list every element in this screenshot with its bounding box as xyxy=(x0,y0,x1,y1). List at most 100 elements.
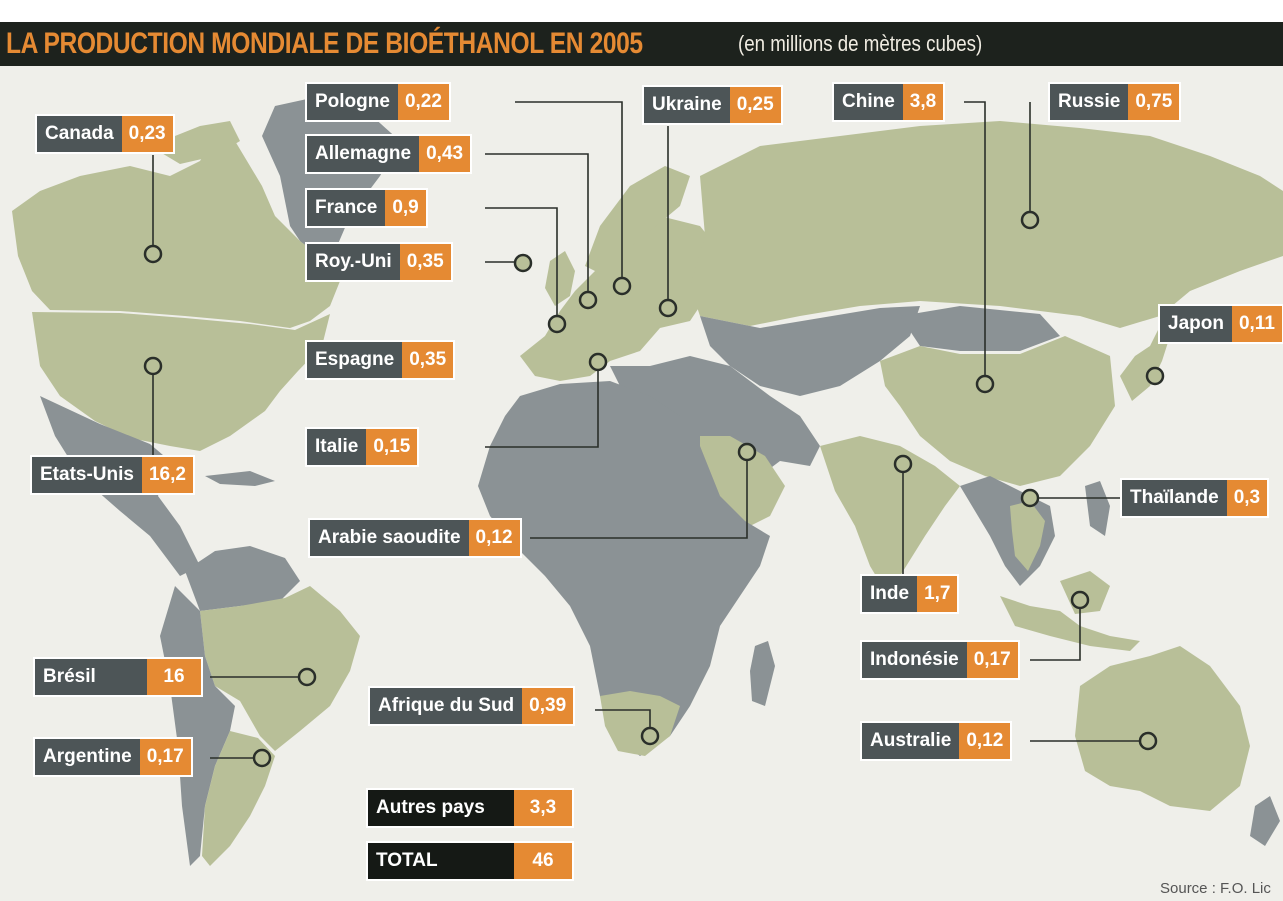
connector-pologne xyxy=(515,101,623,284)
label-japon: Japon 0,11 xyxy=(1160,306,1282,342)
connector-italie xyxy=(485,364,599,448)
label-arabie-saoudite: Arabie saoudite 0,12 xyxy=(310,520,520,556)
label-name: Russie xyxy=(1050,84,1129,120)
label-value: 0,35 xyxy=(399,244,451,280)
label-value: 16 xyxy=(147,659,201,695)
label-name: France xyxy=(307,190,386,226)
label-name: TOTAL xyxy=(368,843,514,879)
india-shape xyxy=(820,436,960,591)
label-name: Arabie saoudite xyxy=(310,520,469,556)
marker-arabie xyxy=(737,442,757,462)
label-name: Indonésie xyxy=(862,642,967,678)
label-ukraine: Ukraine 0,25 xyxy=(644,87,781,123)
connector-allemagne xyxy=(485,153,589,298)
label-value: 0,23 xyxy=(121,116,173,152)
scandinavia-shape xyxy=(585,166,690,276)
label-name: Etats-Unis xyxy=(32,457,142,493)
label-value: 0,39 xyxy=(522,688,574,724)
source-note: Source : F.O. Lic xyxy=(1160,880,1271,897)
label-name: Canada xyxy=(37,116,122,152)
japan-shape xyxy=(1120,326,1170,401)
madagascar-shape xyxy=(750,641,775,706)
label-value: 0,12 xyxy=(959,723,1011,759)
marker-australie xyxy=(1138,731,1158,751)
australia-shape xyxy=(1075,646,1250,811)
label-indonesie: Indonésie 0,17 xyxy=(862,642,1018,678)
label-value: 0,3 xyxy=(1226,480,1268,516)
marker-thailande xyxy=(1020,488,1040,508)
label-value: 0,22 xyxy=(397,84,449,120)
marker-afrique-sud xyxy=(640,726,660,746)
connector-lines xyxy=(152,101,1148,759)
europe-shape xyxy=(520,216,720,381)
arctic-islands-shape xyxy=(150,121,240,164)
greenland-shape xyxy=(262,94,400,256)
marker-ukraine xyxy=(658,298,678,318)
andes-shape xyxy=(160,586,235,866)
marker-brazil xyxy=(297,667,317,687)
label-name: Autres pays xyxy=(368,790,514,826)
label-name: Inde xyxy=(862,576,918,612)
label-espagne: Espagne 0,35 xyxy=(307,342,454,378)
top-strip xyxy=(0,0,1283,22)
label-total: TOTAL 46 xyxy=(368,843,572,879)
marker-pologne xyxy=(612,276,632,296)
connector-afrique-sud xyxy=(595,709,651,734)
marker-royuni xyxy=(513,253,533,273)
label-value: 3,3 xyxy=(514,790,572,826)
label-argentine: Argentine 0,17 xyxy=(35,739,191,775)
marker-france xyxy=(547,314,567,334)
brazil-shape xyxy=(200,586,360,751)
label-canada: Canada 0,23 xyxy=(37,116,173,152)
label-name: Australie xyxy=(862,723,960,759)
label-value: 0,43 xyxy=(419,136,471,172)
south-africa-shape xyxy=(600,691,680,756)
label-name: Roy.-Uni xyxy=(307,244,400,280)
connector-arabie xyxy=(530,452,748,539)
label-value: 0,15 xyxy=(366,429,418,465)
map-title: LA PRODUCTION MONDIALE DE BIOÉTHANOL EN … xyxy=(6,27,643,60)
label-value: 16,2 xyxy=(141,457,193,493)
label-value: 46 xyxy=(514,843,572,879)
label-inde: Inde 1,7 xyxy=(862,576,958,612)
canada-shape xyxy=(12,136,340,328)
label-name: Afrique du Sud xyxy=(370,688,523,724)
world-map-svg xyxy=(12,94,1283,866)
russia-shape xyxy=(690,121,1283,328)
connector-chine xyxy=(964,101,986,382)
world-map xyxy=(0,66,1283,901)
label-value: 0,17 xyxy=(966,642,1018,678)
label-name: Thaïlande xyxy=(1122,480,1227,516)
label-etats-unis: Etats-Unis 16,2 xyxy=(32,457,193,493)
uk-shape xyxy=(545,251,575,306)
south-america-north-shape xyxy=(185,546,300,611)
usa-shape xyxy=(32,312,330,451)
label-value: 0,25 xyxy=(729,87,781,123)
marker-indonesie xyxy=(1070,590,1090,610)
marker-japon xyxy=(1145,366,1165,386)
label-royuni: Roy.-Uni 0,35 xyxy=(307,244,451,280)
label-name: Chine xyxy=(834,84,903,120)
label-france: France 0,9 xyxy=(307,190,426,226)
label-bresil: Brésil 16 xyxy=(35,659,201,695)
label-thailande: Thaïlande 0,3 xyxy=(1122,480,1268,516)
label-autres-pays: Autres pays 3,3 xyxy=(368,790,572,826)
marker-russie xyxy=(1020,210,1040,230)
china-shape xyxy=(880,336,1115,486)
label-value: 3,8 xyxy=(902,84,944,120)
label-value: 0,12 xyxy=(468,520,520,556)
marker-argentina xyxy=(252,748,272,768)
map-header: LA PRODUCTION MONDIALE DE BIOÉTHANOL EN … xyxy=(0,22,1283,66)
marker-italie xyxy=(588,352,608,372)
label-name: Argentine xyxy=(35,739,140,775)
africa-shape xyxy=(478,381,770,756)
marker-inde xyxy=(893,454,913,474)
label-value: 0,35 xyxy=(402,342,454,378)
label-value: 0,9 xyxy=(385,190,426,226)
new-zealand-shape xyxy=(1250,796,1280,846)
connector-france xyxy=(485,207,558,322)
central-asia-shape xyxy=(700,306,920,396)
label-name: Ukraine xyxy=(644,87,730,123)
thailand-shape xyxy=(1010,501,1045,571)
label-value: 0,75 xyxy=(1128,84,1180,120)
